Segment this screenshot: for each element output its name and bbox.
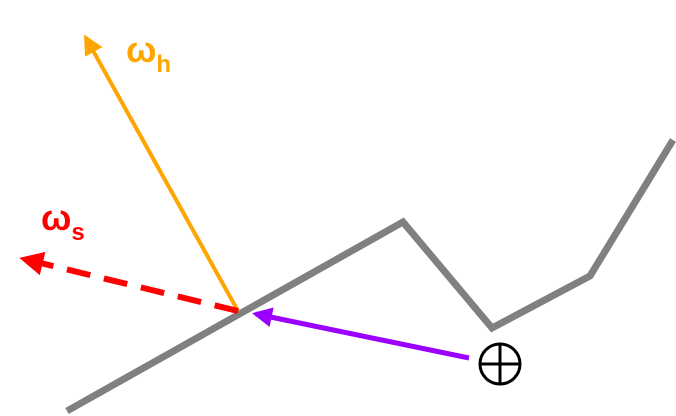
circled-plus-icon <box>478 342 522 386</box>
incident-arrow <box>252 307 470 361</box>
omega-s-subscript: s <box>71 219 84 246</box>
omega-h-symbol: ω <box>126 29 156 70</box>
omega-s-arrow <box>19 251 239 314</box>
omega-h-arrow <box>84 34 240 312</box>
omega-h-label: ωh <box>126 29 171 78</box>
omega-h-subscript: h <box>156 51 171 78</box>
surface-line <box>65 138 676 415</box>
omega-s-label: ωs <box>41 197 85 246</box>
omega-s-symbol: ω <box>41 197 71 238</box>
